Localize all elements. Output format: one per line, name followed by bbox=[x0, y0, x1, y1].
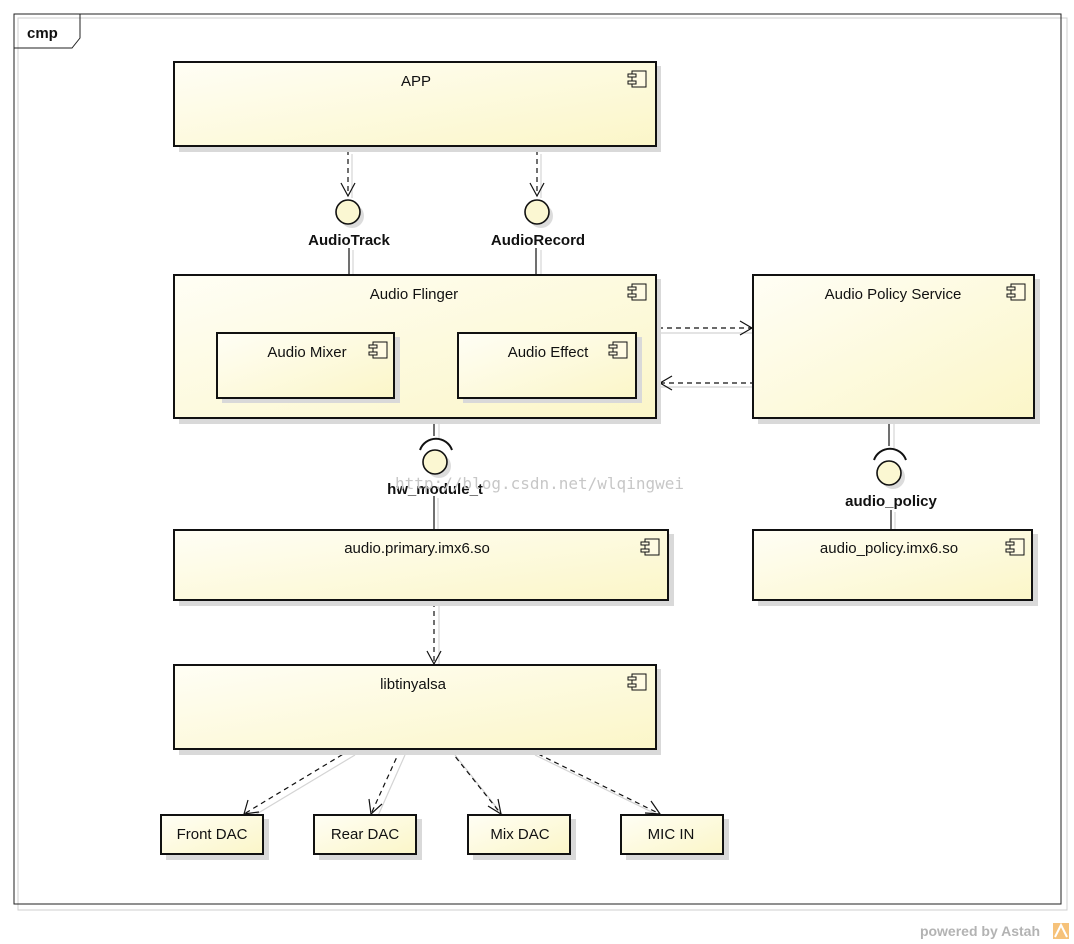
component-libtinyalsa: libtinyalsa bbox=[173, 664, 661, 755]
component-label: Front DAC bbox=[177, 826, 248, 843]
dependency-policy-flinger bbox=[658, 375, 760, 391]
frame-tab-label: cmp bbox=[27, 25, 58, 42]
interface-hw-module-t: hw_module_t bbox=[387, 437, 483, 498]
component-label: audio_policy.imx6.so bbox=[820, 540, 958, 557]
component-label: Audio Policy Service bbox=[825, 286, 962, 303]
dependency-tinyalsa-mic-in bbox=[529, 749, 665, 819]
powered-by-text: powered by Astah bbox=[920, 923, 1040, 939]
dependency-tinyalsa-front-dac bbox=[243, 749, 356, 819]
component-audio-policy-service: Audio Policy Service bbox=[752, 274, 1040, 424]
interface-label: hw_module_t bbox=[387, 481, 483, 498]
interface-label: AudioTrack bbox=[308, 232, 390, 249]
component-label: audio.primary.imx6.so bbox=[344, 540, 490, 557]
diagram-frame: cmp bbox=[13, 13, 1068, 911]
dependency-primary-tinyalsa bbox=[426, 602, 442, 666]
interface-audiotrack: AudioTrack bbox=[308, 199, 391, 249]
interface-label: audio_policy bbox=[845, 493, 937, 510]
component-label: Audio Effect bbox=[508, 344, 589, 361]
dependency-app-audiorecord bbox=[529, 150, 545, 198]
component-label: MIC IN bbox=[648, 826, 695, 843]
dependency-flinger-policy bbox=[658, 320, 760, 336]
component-app: APP bbox=[173, 61, 661, 152]
component-audio-policy-so: audio_policy.imx6.so bbox=[752, 529, 1038, 606]
component-audio-mixer: Audio Mixer bbox=[216, 332, 400, 403]
component-label: libtinyalsa bbox=[380, 676, 447, 693]
dependency-app-audiotrack bbox=[340, 150, 356, 198]
component-front-dac: Front DAC bbox=[160, 814, 269, 860]
component-audio-effect: Audio Effect bbox=[457, 332, 642, 403]
watermark-text: http://blog.csdn.net/wlqingwei bbox=[395, 474, 684, 493]
dependency-tinyalsa-rear-dac bbox=[368, 749, 406, 819]
realization-hw-module bbox=[433, 496, 439, 532]
component-label: APP bbox=[401, 73, 431, 90]
component-mix-dac: Mix DAC bbox=[467, 814, 576, 860]
interface-audiorecord: AudioRecord bbox=[491, 199, 585, 249]
interface-audio-policy: audio_policy bbox=[845, 447, 937, 510]
component-label: Audio Flinger bbox=[370, 286, 458, 303]
interface-label: AudioRecord bbox=[491, 232, 585, 249]
realization-audio-policy bbox=[890, 510, 896, 532]
dependency-tinyalsa-mix-dac bbox=[449, 749, 506, 819]
component-label: Rear DAC bbox=[331, 826, 400, 843]
footer-powered-by: powered by Astah bbox=[920, 922, 1069, 939]
component-rear-dac: Rear DAC bbox=[313, 814, 422, 860]
component-audio-primary: audio.primary.imx6.so bbox=[173, 529, 674, 606]
component-mic-in: MIC IN bbox=[620, 814, 729, 860]
astah-logo-icon bbox=[1053, 922, 1069, 939]
component-label: Mix DAC bbox=[490, 826, 549, 843]
component-label: Audio Mixer bbox=[267, 344, 346, 361]
